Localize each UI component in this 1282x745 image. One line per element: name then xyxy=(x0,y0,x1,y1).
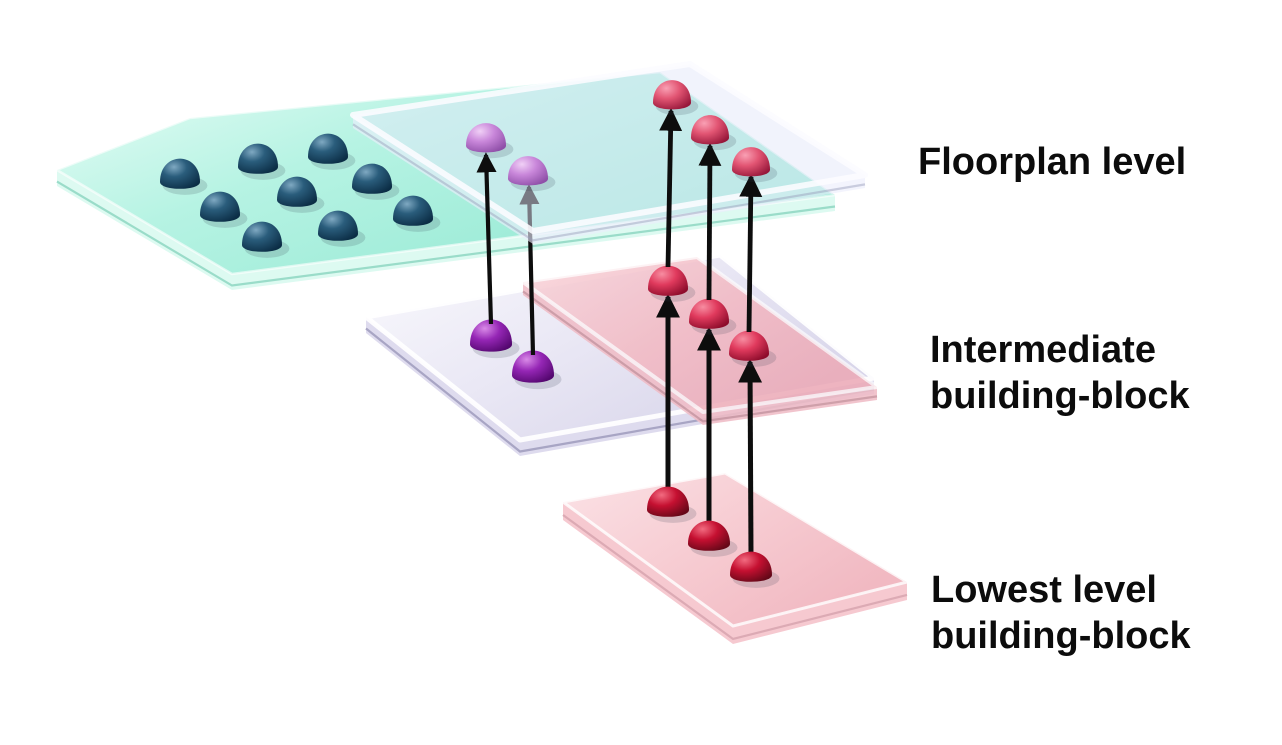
label-floorplan-line1: Floorplan level xyxy=(918,141,1187,183)
slab-lowest-pink xyxy=(561,471,909,644)
dot-crimson-3 xyxy=(732,147,778,183)
label-intermediate-building-block: Intermediate building-block xyxy=(930,327,1190,419)
dot-crimson-1 xyxy=(653,80,699,116)
label-lowest-line1: Lowest level xyxy=(931,569,1157,611)
dot-red-bottom-3 xyxy=(730,551,780,588)
dot-red-bottom-1 xyxy=(647,486,697,523)
dot-lilac-1 xyxy=(466,123,514,159)
dot-navy-5 xyxy=(277,176,325,213)
dot-red-bottom-2 xyxy=(688,520,738,557)
label-lowest-level-building-block: Lowest level building-block xyxy=(931,567,1191,659)
label-floorplan-level: Floorplan level xyxy=(918,139,1186,185)
dot-red-mid-2 xyxy=(689,298,737,335)
dot-navy-7 xyxy=(242,221,290,258)
slab-floorplan-glass xyxy=(350,61,868,244)
dot-navy-3 xyxy=(308,133,356,170)
dot-crimson-2 xyxy=(691,115,737,151)
arrow-red-lower-3 xyxy=(738,358,763,556)
dot-navy-1 xyxy=(160,158,208,195)
arrow-red-upper-2 xyxy=(698,142,722,301)
dot-red-mid-1 xyxy=(648,265,696,302)
arrow-red-upper-1 xyxy=(659,107,683,268)
arrow-purple-1 xyxy=(476,152,497,325)
dot-red-mid-3 xyxy=(729,330,777,367)
label-lowest-line2: building-block xyxy=(931,615,1191,657)
label-intermediate-line2: building-block xyxy=(930,375,1190,417)
dot-lilac-2 xyxy=(508,156,556,192)
arrow-red-upper-3 xyxy=(739,173,763,333)
dot-purple-1 xyxy=(470,319,520,359)
dot-navy-6 xyxy=(352,163,400,200)
dot-navy-8 xyxy=(318,210,366,247)
dot-purple-2 xyxy=(512,350,562,390)
dot-navy-9 xyxy=(393,195,441,232)
dot-navy-2 xyxy=(238,143,286,180)
dot-navy-4 xyxy=(200,191,248,228)
label-intermediate-line1: Intermediate xyxy=(930,329,1156,371)
